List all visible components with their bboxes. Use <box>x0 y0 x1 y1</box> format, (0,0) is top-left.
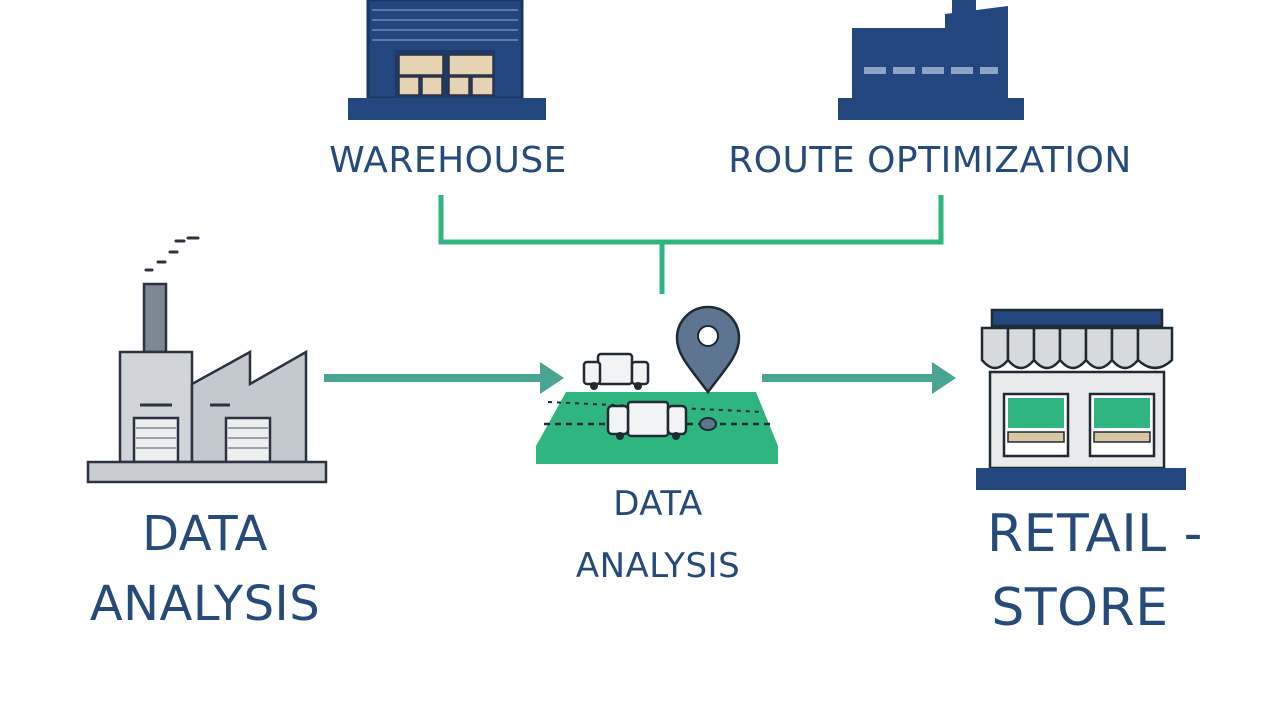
center-label-line1: DATA <box>613 484 703 524</box>
left-factory-icon <box>86 236 328 484</box>
map-pin-icon <box>675 305 741 431</box>
right-label-line2: STORE <box>991 578 1169 638</box>
connector-lines <box>438 195 944 294</box>
left-label-line2: ANALYSIS <box>89 576 321 632</box>
arrow-center-to-right <box>762 362 956 394</box>
center-label-line2: ANALYSIS <box>575 546 741 586</box>
warehouse-icon <box>348 0 546 120</box>
factory-icon <box>838 0 1024 120</box>
left-label-line1: DATA <box>142 506 268 562</box>
warehouse-label: WAREHOUSE <box>329 140 567 181</box>
truck-icon <box>606 400 688 440</box>
route-optimization-label: ROUTE OPTIMIZATION <box>728 140 1132 181</box>
retail-store-icon <box>976 308 1186 490</box>
arrow-left-to-center <box>324 362 564 394</box>
truck-icon <box>582 352 650 390</box>
right-label-line1: RETAIL - <box>987 504 1203 564</box>
